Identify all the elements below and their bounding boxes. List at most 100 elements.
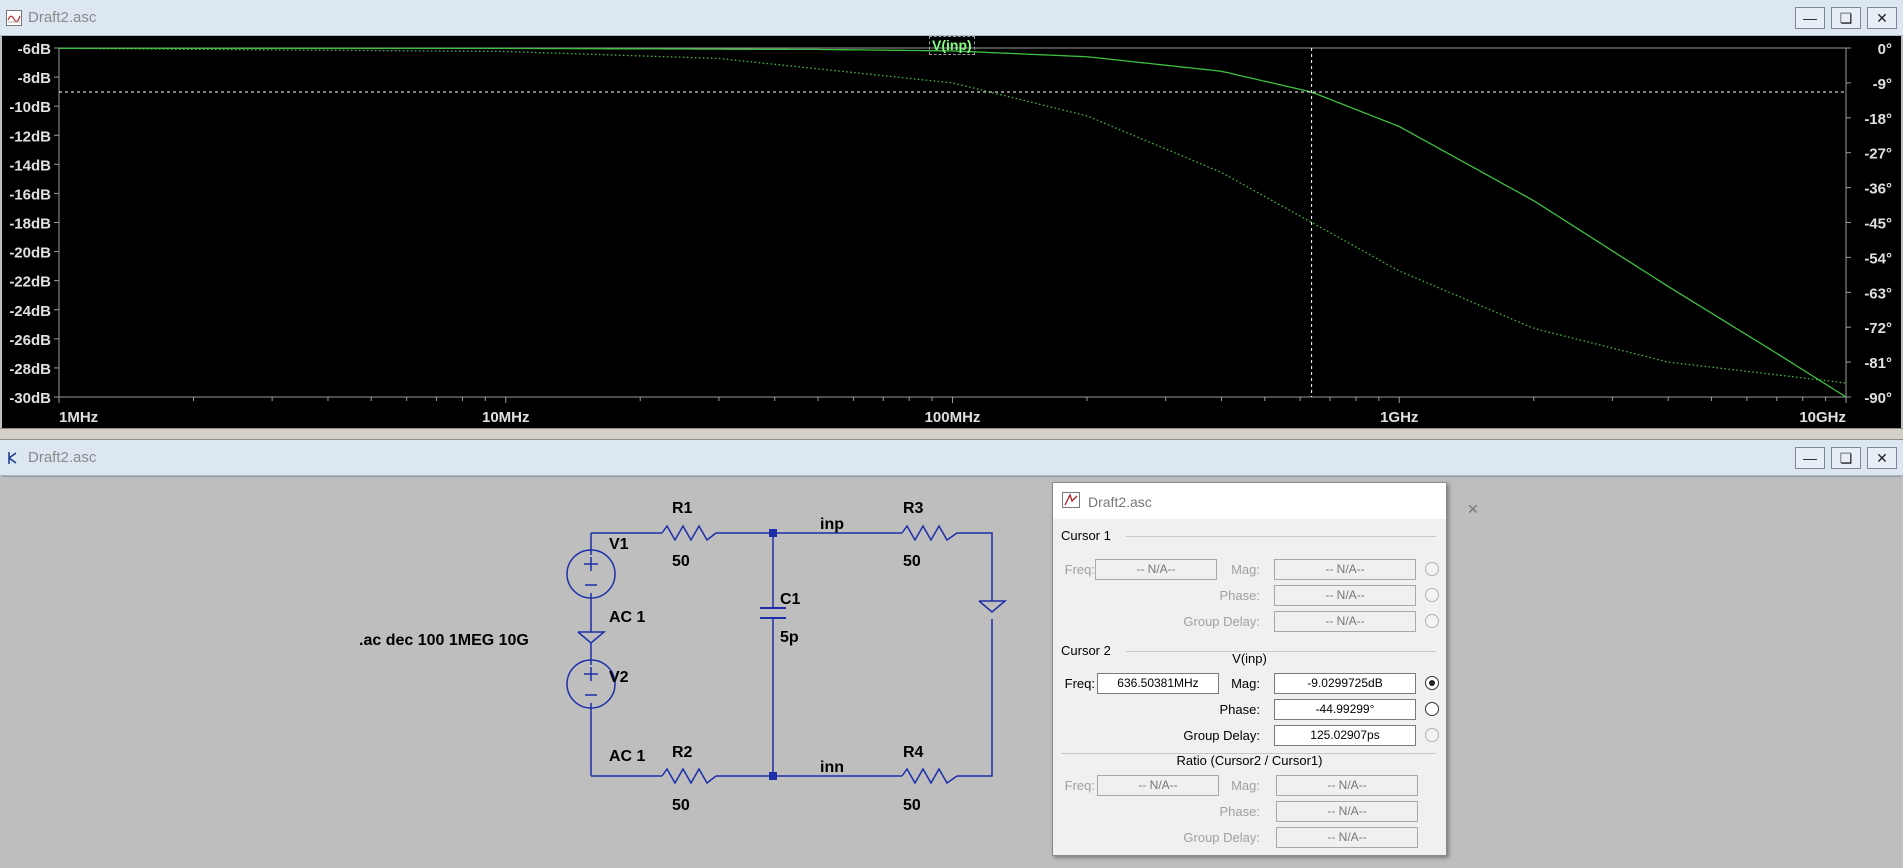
- cursor1-freq-label: Freq:: [1064, 562, 1095, 577]
- cursor1-mag-label: Mag:: [1231, 562, 1260, 577]
- resistor-r3[interactable]: [901, 524, 958, 542]
- cursor2-mag-radio[interactable]: [1425, 676, 1439, 690]
- cursor1-mag-field[interactable]: -- N/A--: [1274, 559, 1416, 580]
- cursor2-group-delay-radio[interactable]: [1425, 728, 1439, 742]
- y-right-tick-label: 0°: [1878, 41, 1892, 58]
- schematic-pane[interactable]: R1 50 R3 50 R2 50 R4 50 inp inn C1 5p V1…: [2, 476, 1901, 868]
- x-tick-label: 10GHz: [1799, 409, 1846, 426]
- maximize-button[interactable]: ❏: [1831, 7, 1861, 29]
- y-left-tick-label: -14dB: [9, 157, 51, 174]
- schematic-window-title: Draft2.asc: [28, 449, 97, 466]
- label-r4-value[interactable]: 50: [903, 797, 921, 814]
- y-right-tick-label: -90°: [1864, 390, 1892, 407]
- label-v2-value[interactable]: AC 1: [609, 748, 646, 765]
- minimize-icon: —: [1803, 450, 1817, 466]
- cursor2-mag-field[interactable]: -9.0299725dB: [1274, 673, 1416, 694]
- x-tick-label: 1MHz: [59, 409, 98, 426]
- phase-trace: [59, 47, 1847, 384]
- cursor-icon: [1062, 492, 1080, 508]
- resistor-r1[interactable]: [661, 524, 717, 542]
- cursor2-trace-name: V(inp): [1232, 651, 1267, 666]
- schematic-window-titlebar[interactable]: Draft2.asc — ❏ ✕: [0, 440, 1903, 476]
- cursor1-phase-field[interactable]: -- N/A--: [1274, 585, 1416, 606]
- schematic-close-button[interactable]: ✕: [1867, 447, 1897, 469]
- label-v1[interactable]: V1: [609, 536, 629, 553]
- cursor2-phase-label: Phase:: [1219, 702, 1260, 717]
- ratio-freq-field[interactable]: -- N/A--: [1097, 775, 1219, 796]
- ratio-heading: Ratio (Cursor2 / Cursor1): [1176, 753, 1323, 768]
- y-left-tick-label: -10dB: [9, 99, 51, 116]
- label-c1[interactable]: C1: [780, 591, 801, 608]
- label-r3[interactable]: R3: [903, 500, 924, 517]
- cursor1-group-delay-label: Group Delay:: [1183, 614, 1260, 629]
- cursor1-group-delay-field[interactable]: -- N/A--: [1274, 611, 1416, 632]
- net-label-inp[interactable]: inp: [820, 516, 844, 533]
- ratio-mag-field[interactable]: -- N/A--: [1276, 775, 1418, 796]
- plot-window-titlebar[interactable]: Draft2.asc — ❏ ✕: [0, 0, 1903, 36]
- cursor2-heading: Cursor 2: [1061, 643, 1111, 658]
- label-v2[interactable]: V2: [609, 669, 629, 686]
- cursor2-group-delay-field[interactable]: 125.02907ps: [1274, 725, 1416, 746]
- ratio-phase-label: Phase:: [1219, 804, 1260, 819]
- schematic-canvas[interactable]: R1 50 R3 50 R2 50 R4 50 inp inn C1 5p V1…: [2, 477, 1901, 868]
- y-right-tick-label: -36°: [1864, 181, 1892, 198]
- label-r4[interactable]: R4: [903, 744, 924, 761]
- y-right-tick-label: -9°: [1873, 76, 1892, 93]
- wires: [590, 532, 993, 777]
- close-icon: ✕: [1467, 501, 1479, 517]
- cursor1-mag-radio[interactable]: [1425, 562, 1439, 576]
- trace-label-vinp[interactable]: V(inp): [929, 36, 975, 55]
- close-icon: ✕: [1876, 449, 1888, 466]
- spice-directive[interactable]: .ac dec 100 1MEG 10G: [359, 632, 529, 649]
- cursor1-freq-field[interactable]: -- N/A--: [1095, 559, 1217, 580]
- resistor-r4[interactable]: [901, 767, 958, 785]
- y-left-tick-label: -22dB: [9, 274, 51, 291]
- cursor-dialog-title: Draft2.asc: [1088, 494, 1152, 510]
- schematic-minimize-button[interactable]: —: [1795, 447, 1825, 469]
- ratio-phase-field[interactable]: -- N/A--: [1276, 801, 1418, 822]
- voltage-source-v2[interactable]: [566, 659, 616, 709]
- label-r1-value[interactable]: 50: [672, 553, 690, 570]
- close-icon: ✕: [1876, 9, 1888, 26]
- cursor-dialog[interactable]: Draft2.asc ✕ Cursor 1 Freq: -- N/A-- Mag…: [1052, 482, 1479, 856]
- cursor-dialog-titlebar[interactable]: Draft2.asc ✕: [1053, 483, 1479, 519]
- y-right-tick-label: -18°: [1864, 111, 1892, 128]
- y-right-tick-label: -27°: [1864, 146, 1892, 163]
- label-r2-value[interactable]: 50: [672, 797, 690, 814]
- capacitor-c1[interactable]: [760, 607, 786, 619]
- label-r1[interactable]: R1: [672, 500, 693, 517]
- cursor2-phase-field[interactable]: -44.99299°: [1274, 699, 1416, 720]
- cursor2-mag-label: Mag:: [1231, 676, 1260, 691]
- cursor2-freq-label: Freq:: [1064, 676, 1095, 691]
- y-left-tick-label: -18dB: [9, 216, 51, 233]
- cursor1-phase-radio[interactable]: [1425, 588, 1439, 602]
- ratio-freq-label: Freq:: [1064, 778, 1095, 793]
- y-right-tick-label: -72°: [1864, 320, 1892, 337]
- label-c1-value[interactable]: 5p: [780, 629, 799, 646]
- minimize-icon: —: [1803, 10, 1817, 26]
- y-left-tick-label: -12dB: [9, 128, 51, 145]
- x-tick-label: 1GHz: [1380, 409, 1418, 426]
- cursor2-phase-radio[interactable]: [1425, 702, 1439, 716]
- resistor-r2[interactable]: [661, 767, 717, 785]
- y-left-tick-label: -6dB: [18, 41, 52, 58]
- schematic-maximize-button[interactable]: ❏: [1831, 447, 1861, 469]
- waveform-viewer-icon: [6, 10, 22, 26]
- magnitude-trace: [59, 47, 1847, 398]
- label-r3-value[interactable]: 50: [903, 553, 921, 570]
- net-label-inn[interactable]: inn: [820, 759, 844, 776]
- cursor1-group-delay-radio[interactable]: [1425, 614, 1439, 628]
- cursor2-freq-field[interactable]: 636.50381MHz: [1097, 673, 1219, 694]
- junction-top: [769, 529, 777, 537]
- ratio-group-delay-field[interactable]: -- N/A--: [1276, 827, 1418, 848]
- ratio-mag-label: Mag:: [1231, 778, 1260, 793]
- label-r2[interactable]: R2: [672, 744, 693, 761]
- minimize-button[interactable]: —: [1795, 7, 1825, 29]
- window-splitter[interactable]: [0, 428, 1903, 440]
- voltage-source-v1[interactable]: [566, 549, 616, 599]
- y-right-tick-label: -54°: [1864, 250, 1892, 267]
- label-v1-value[interactable]: AC 1: [609, 609, 646, 626]
- close-button[interactable]: ✕: [1867, 7, 1897, 29]
